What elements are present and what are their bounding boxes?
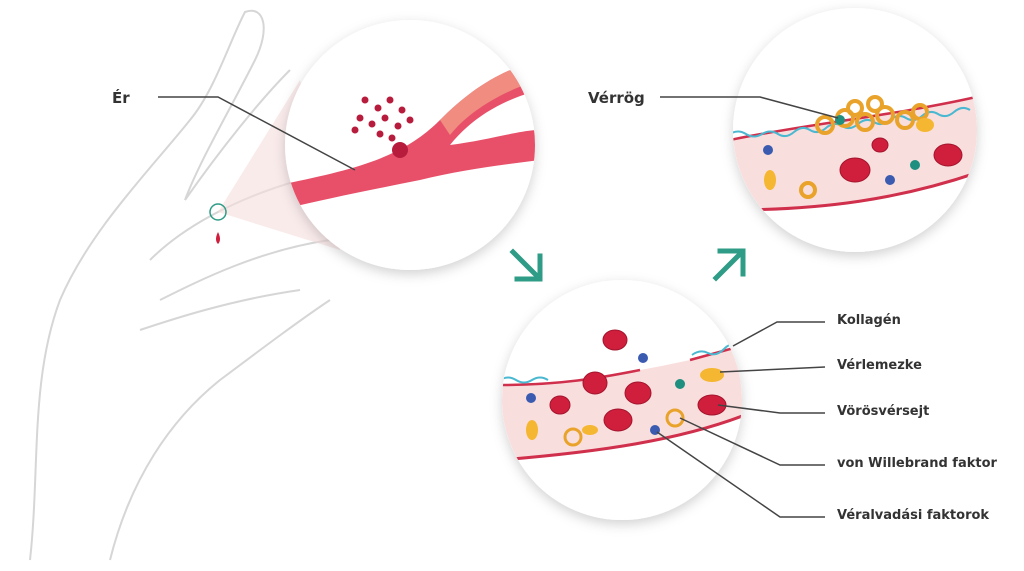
label-clotting-factors: Véralvadási faktorok	[837, 508, 990, 523]
leader-lines	[158, 96, 839, 518]
arrow-up-right-icon	[712, 248, 746, 282]
arrow-down-right-icon	[509, 248, 543, 282]
hand-outline	[29, 9, 331, 561]
label-vessel: Ér	[112, 89, 130, 107]
wound-marker-icon	[209, 203, 227, 221]
label-clot: Vérrög	[588, 89, 645, 107]
blood-drop-icon	[216, 232, 220, 244]
clot-circle	[733, 8, 977, 252]
label-von-willebrand-factor: von Willebrand faktor	[837, 456, 997, 471]
label-red-blood-cell: Vörösvérsejt	[837, 404, 930, 419]
injury-detail-circle	[502, 280, 742, 520]
vessel-injury-circle	[285, 20, 535, 270]
label-platelet: Vérlemezke	[837, 358, 922, 373]
label-collagen: Kollagén	[837, 313, 901, 328]
